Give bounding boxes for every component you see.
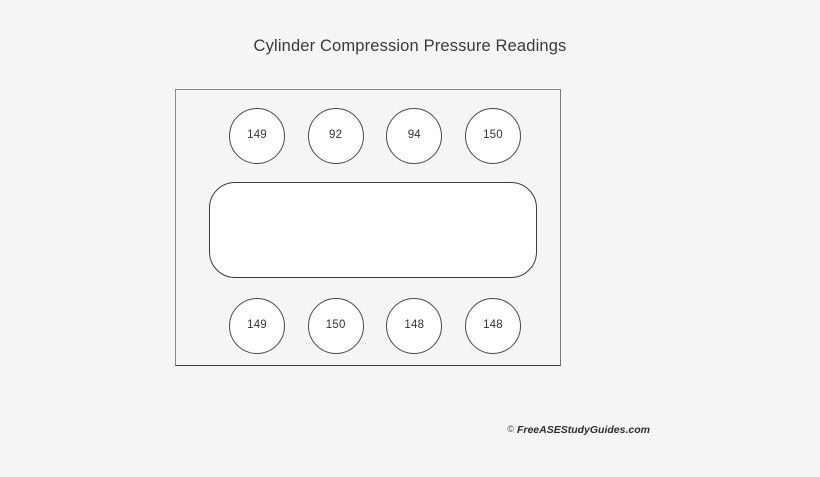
cylinder-value: 150: [325, 318, 346, 331]
cylinder-value: 94: [407, 128, 421, 141]
cylinder-value: 149: [247, 128, 267, 141]
copyright-credit: © FreeASEStudyGuides.com: [0, 424, 820, 436]
cylinder-top-1: 149: [229, 107, 285, 164]
cylinder-value: 148: [483, 318, 503, 331]
cylinder-bank-top: 149 92 94 150: [229, 107, 521, 164]
engine-block-frame: 149 92 94 150 149 150 148 148: [175, 89, 561, 366]
copyright-symbol: ©: [507, 424, 515, 434]
cylinder-value: 149: [247, 318, 267, 331]
cylinder-top-3: 94: [386, 107, 443, 164]
cylinder-value: 148: [404, 318, 425, 331]
cylinder-bottom-2: 150: [307, 297, 364, 354]
engine-block-body: [209, 182, 537, 278]
credit-text: FreeASEStudyGuides.com: [516, 424, 650, 436]
cylinder-bank-bottom: 149 150 148 148: [229, 297, 521, 354]
cylinder-value: 150: [483, 128, 503, 141]
cylinder-top-4: 150: [464, 107, 521, 164]
cylinder-bottom-4: 148: [464, 297, 521, 354]
page-title: Cylinder Compression Pressure Readings: [253, 37, 567, 55]
cylinder-value: 92: [329, 128, 343, 141]
cylinder-bottom-1: 149: [229, 297, 285, 354]
cylinder-top-2: 92: [307, 107, 364, 164]
cylinder-bottom-3: 148: [386, 297, 443, 354]
